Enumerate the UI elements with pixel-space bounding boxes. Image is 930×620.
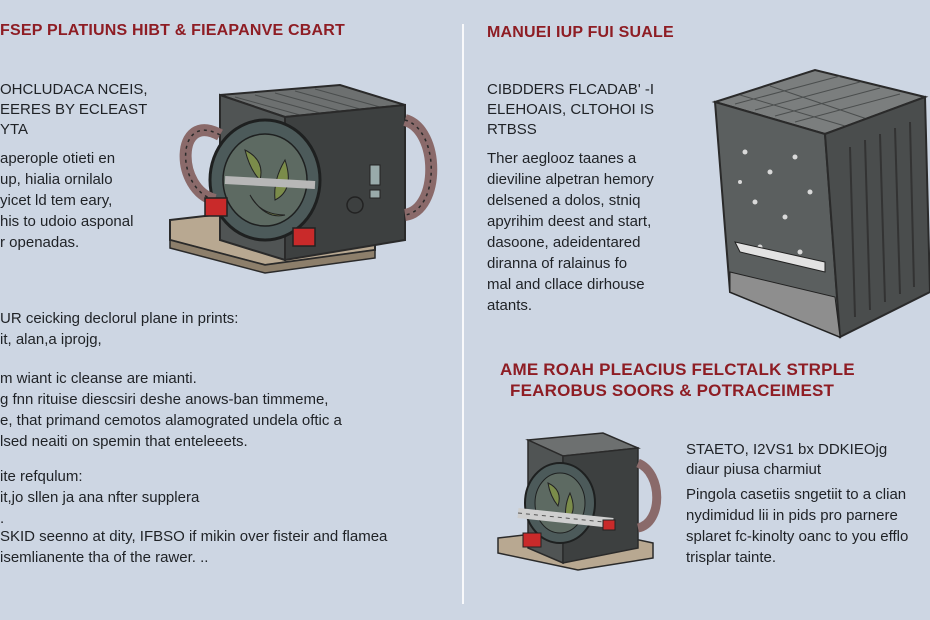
right-paragraph-1: Ther aeglooz taanes a dieviline alpetran… bbox=[487, 150, 654, 314]
right-title: MANUEI IUP FUI SUALE bbox=[487, 24, 674, 41]
hvac-unit-illustration-small bbox=[497, 432, 662, 571]
left-paragraph-4: ite refqulum: it,jo sllen ja ana nfter s… bbox=[0, 468, 200, 527]
left-paragraph-3: m wiant ic cleanse are mianti. g fnn rit… bbox=[0, 370, 342, 450]
left-paragraph-5: SKID seenno at dity, IFBSO if mikin over… bbox=[0, 528, 388, 566]
right-subtitle: CIBDDERS FLCADAB' -I ELEHOAIS, CLTOHOI I… bbox=[487, 81, 655, 138]
hvac-unit-illustration-left bbox=[169, 83, 438, 274]
hvac-cube-illustration-right bbox=[711, 68, 930, 339]
right-section2-subtitle: STAETO, I2VS1 bx DDKIEOjg diaur piusa ch… bbox=[686, 441, 888, 478]
right-section2-title-line1: AME ROAH PLEACIUS FELCTALK STRPLE bbox=[500, 360, 855, 379]
left-paragraph-1: aperople otieti en up, hialia ornilalo y… bbox=[0, 150, 134, 251]
right-section2-title-line2: FEAROBUS SOORS & POTRACEIMEST bbox=[510, 381, 835, 400]
left-paragraph-2: UR ceicking declorul plane in prints: it… bbox=[0, 310, 239, 348]
left-subtitle: OHCLUDACA NCEIS, EERES BY ECLEAST YTA bbox=[0, 81, 148, 138]
left-title: FSEP PLATIUNS HIBT & FIEAPANVE CBART bbox=[0, 22, 345, 39]
column-divider bbox=[462, 24, 464, 604]
right-paragraph-2: Pingola casetiis sngetiit to a clian nyd… bbox=[686, 486, 909, 566]
